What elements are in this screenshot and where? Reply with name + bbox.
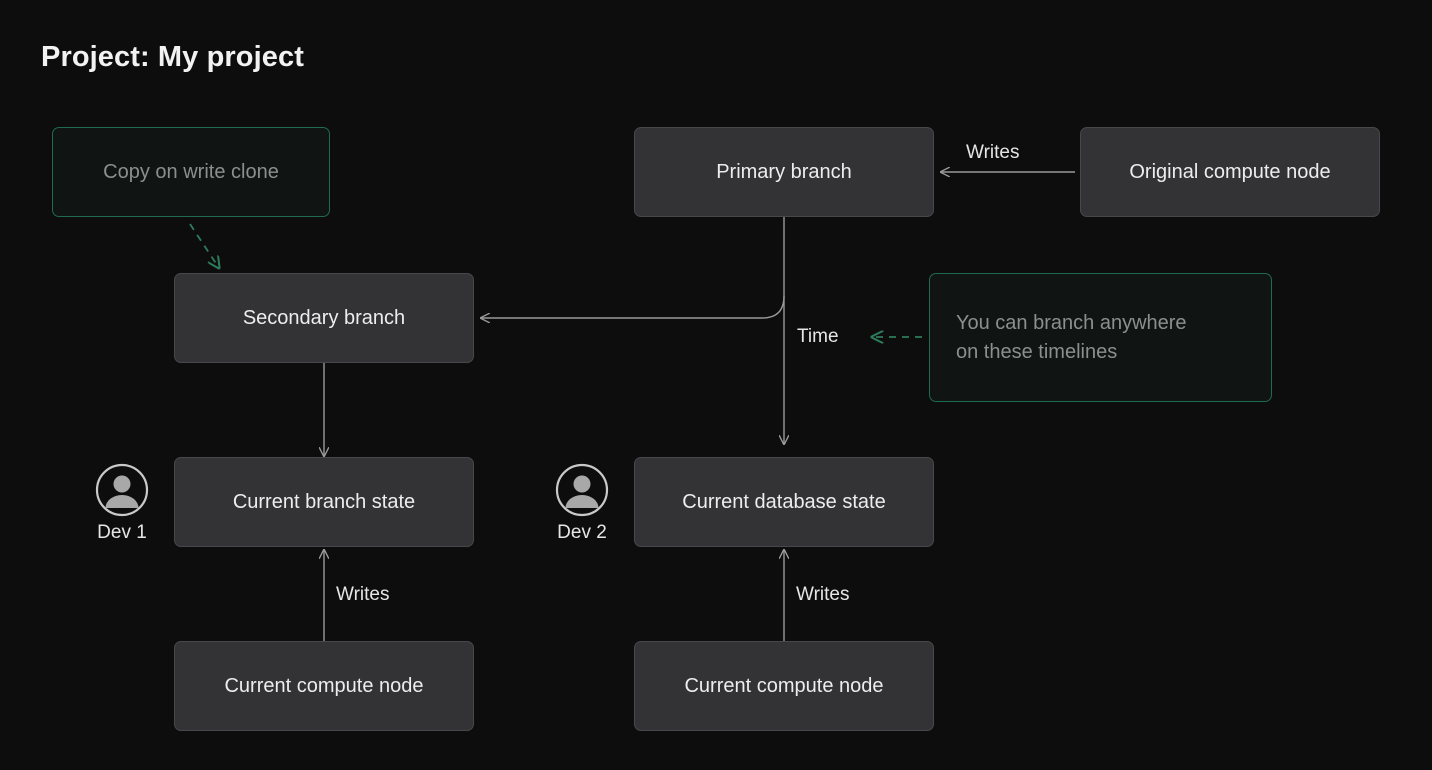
callout-branch-anywhere-line2: on these timelines [956,340,1118,363]
callout-branch-anywhere-line1: You can branch anywhere [956,311,1187,334]
node-current-compute-node-left-label: Current compute node [224,674,424,697]
node-secondary-branch-label: Secondary branch [242,306,406,329]
node-primary-branch-label: Primary branch [716,160,852,183]
edge-label-writes-left: Writes [336,584,390,605]
callout-branch-anywhere: You can branch anywhere on these timelin… [929,273,1272,402]
page-title: Project: My project [41,41,304,73]
actor-name-dev-1: Dev 1 [97,522,147,543]
node-current-database-state-label: Current database state [682,490,886,513]
edge-copy-on-write-to-secondary [189,223,219,268]
node-current-compute-node-right[interactable]: Current compute node [634,641,934,731]
node-current-compute-node-left[interactable]: Current compute node [174,641,474,731]
callout-copy-on-write-clone-label: Copy on write clone [103,160,279,183]
callout-copy-on-write-clone: Copy on write clone [52,127,330,217]
edge-label-writes-top: Writes [966,142,1020,163]
node-secondary-branch[interactable]: Secondary branch [174,273,474,363]
node-current-branch-state[interactable]: Current branch state [174,457,474,547]
node-original-compute-node-label: Original compute node [1129,160,1331,183]
node-current-compute-node-right-label: Current compute node [684,674,884,697]
edge-primary-to-secondary-branch [481,295,785,318]
node-current-database-state[interactable]: Current database state [634,457,934,547]
edge-label-writes-right: Writes [796,584,850,605]
user-avatar-icon [555,463,609,517]
user-avatar-icon [95,463,149,517]
edge-label-time: Time [797,326,839,347]
node-primary-branch[interactable]: Primary branch [634,127,934,217]
callout-branch-anywhere-label: You can branch anywhere on these timelin… [956,309,1187,367]
node-current-branch-state-label: Current branch state [232,490,416,513]
node-original-compute-node[interactable]: Original compute node [1080,127,1380,217]
actor-name-dev-2: Dev 2 [557,522,607,543]
